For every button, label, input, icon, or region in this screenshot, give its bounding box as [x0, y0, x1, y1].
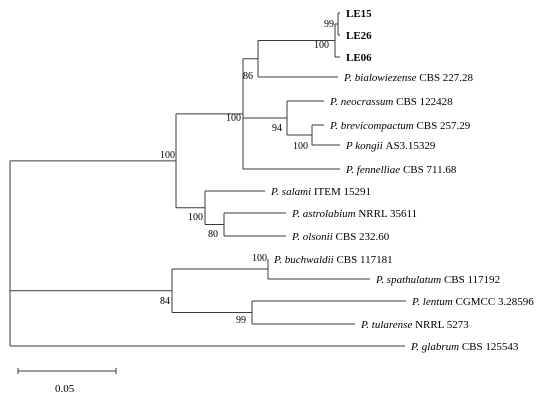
bootstrap-value: 99	[324, 19, 334, 30]
taxon-genus: P. brevicompactum	[329, 120, 416, 132]
bootstrap-value: 100	[188, 212, 203, 223]
taxon-strain: AS3.15329	[386, 140, 436, 152]
taxon-strain: ITEM 15291	[314, 186, 371, 198]
taxon-strain: NRRL 5273	[415, 319, 469, 331]
taxon-strain: CBS 227.28	[419, 72, 473, 84]
bootstrap-value: 84	[160, 296, 170, 307]
taxon-label: P. fennelliae CBS 711.68	[345, 164, 457, 176]
bootstrap-value: 100	[314, 40, 329, 51]
taxon-label: P. lentum CGMCC 3.28596	[411, 296, 534, 308]
taxon-genus: P. glabrum	[410, 341, 462, 353]
taxon-label: P. spathulatum CBS 117192	[375, 274, 500, 286]
taxon-strain: CBS 257.29	[416, 120, 470, 132]
taxon-strain: CBS 122428	[396, 96, 453, 108]
bootstrap-value: 100	[160, 150, 175, 161]
taxon-genus: P. salami	[270, 186, 314, 198]
taxon-label: P kongii AS3.15329	[345, 140, 436, 152]
taxon-strain: LE06	[346, 52, 372, 64]
taxon-genus: P. astrolabium	[291, 208, 358, 220]
bootstrap-value: 99	[236, 315, 246, 326]
taxon-label: P. neocrassum CBS 122428	[329, 96, 453, 108]
bootstrap-value: 100	[293, 141, 308, 152]
taxon-genus: P. fennelliae	[345, 164, 403, 176]
taxon-genus: P. bialowiezense	[343, 72, 419, 84]
taxon-label: P. olsonii CBS 232.60	[291, 231, 390, 243]
taxon-genus: P. neocrassum	[329, 96, 396, 108]
taxon-strain: CGMCC 3.28596	[456, 296, 535, 308]
taxon-label: LE26	[346, 30, 372, 42]
taxon-genus: P kongii	[345, 140, 386, 152]
taxon-strain: CBS 125543	[462, 341, 519, 353]
bootstrap-value: 86	[243, 71, 253, 82]
bootstrap-values: 99 100 86 100 94 100 100 100 80 100 99 84	[160, 19, 334, 326]
taxon-label: P. glabrum CBS 125543	[410, 341, 519, 353]
taxon-label: P. salami ITEM 15291	[270, 186, 371, 198]
taxon-genus: P. spathulatum	[375, 274, 444, 286]
taxon-label: LE06	[346, 52, 372, 64]
scale-bar: 0.05	[17, 368, 117, 395]
taxon-genus: P. olsonii	[291, 231, 336, 243]
taxon-label: P. tularense NRRL 5273	[360, 319, 469, 331]
taxon-genus: P. buchwaldii	[273, 254, 336, 266]
taxon-label: P. brevicompactum CBS 257.29	[329, 120, 471, 132]
taxon-genus: P. tularense	[360, 319, 415, 331]
bootstrap-value: 100	[226, 113, 241, 124]
taxon-label: P. bialowiezense CBS 227.28	[343, 72, 474, 84]
bootstrap-value: 94	[272, 123, 282, 134]
taxon-strain: CBS 232.60	[336, 231, 390, 243]
taxon-label: LE15	[346, 8, 372, 20]
bootstrap-value: 100	[252, 253, 267, 264]
taxon-genus: P. lentum	[411, 296, 456, 308]
scale-bar-label: 0.05	[55, 383, 75, 395]
taxon-label: P. astrolabium NRRL 35611	[291, 208, 417, 220]
taxon-strain: CBS 117192	[444, 274, 500, 286]
tree-branches	[9, 12, 406, 347]
taxon-strain: NRRL 35611	[358, 208, 417, 220]
bootstrap-value: 80	[208, 229, 218, 240]
taxon-strain: CBS 117181	[336, 254, 392, 266]
taxon-strain: CBS 711.68	[403, 164, 457, 176]
taxon-strain: LE15	[346, 8, 372, 20]
taxon-label: P. buchwaldii CBS 117181	[273, 254, 393, 266]
taxon-strain: LE26	[346, 30, 372, 42]
